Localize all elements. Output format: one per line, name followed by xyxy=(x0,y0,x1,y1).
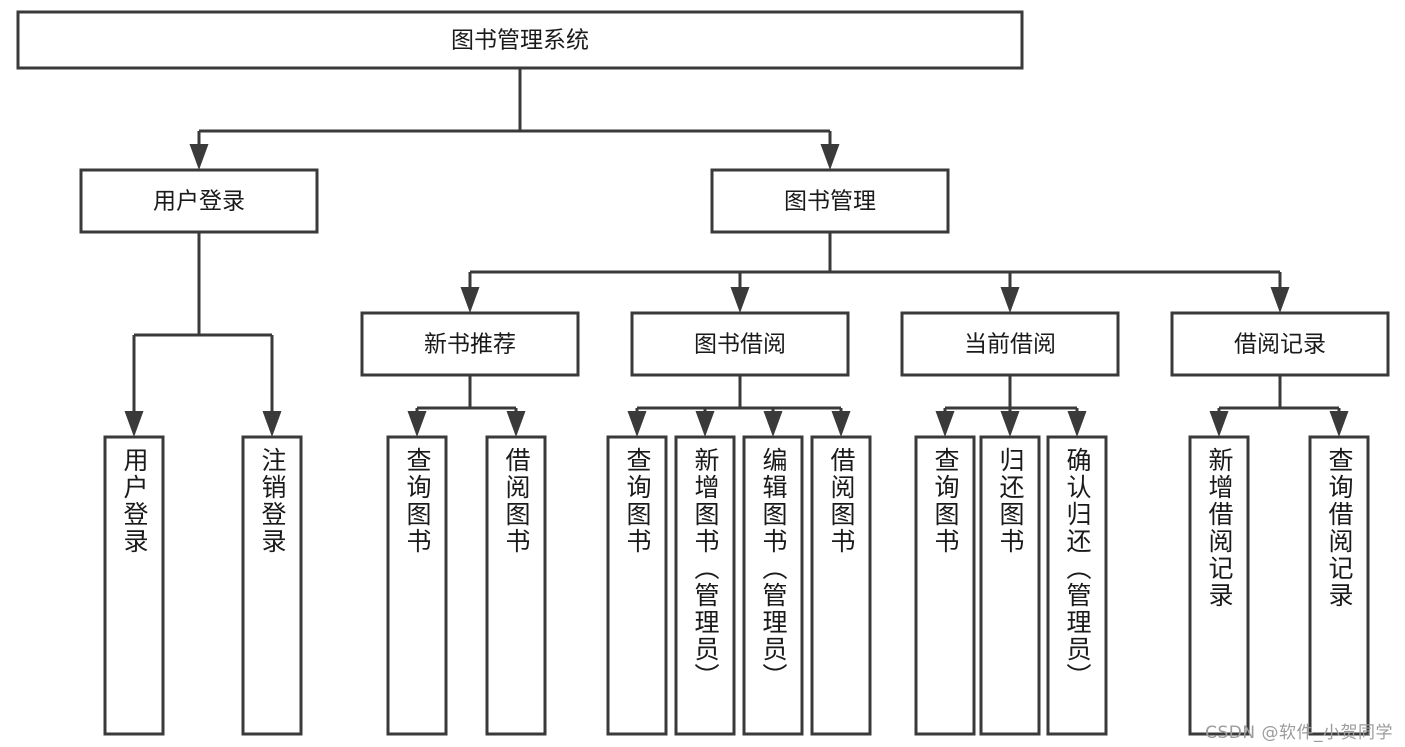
leaf-node-5[interactable] xyxy=(674,435,736,736)
arrow-head-icon xyxy=(763,411,783,437)
arrow-head-icon xyxy=(189,144,209,170)
level3-node-2[interactable] xyxy=(900,311,1120,377)
leaf-node-7[interactable] xyxy=(810,435,872,736)
level2-node-label-1: 图书管理 xyxy=(784,189,876,215)
arrow-head-icon xyxy=(460,287,480,313)
level2-node-1[interactable] xyxy=(710,168,950,234)
leaf-node-10[interactable] xyxy=(1046,435,1108,736)
level3-node-1[interactable] xyxy=(630,311,850,377)
arrow-head-icon xyxy=(1270,287,1290,313)
arrow-head-icon xyxy=(627,411,647,437)
leaf-node-12[interactable] xyxy=(1308,435,1370,736)
boxes-layer xyxy=(16,10,1390,736)
arrow-head-icon xyxy=(1000,411,1020,437)
leaf-node-6[interactable] xyxy=(742,435,804,736)
arrow-head-icon xyxy=(1067,411,1087,437)
arrow-head-icon xyxy=(935,411,955,437)
level3-node-label-3: 借阅记录 xyxy=(1234,332,1326,358)
level2-node-0[interactable] xyxy=(79,168,319,234)
arrow-head-icon xyxy=(407,411,427,437)
arrow-head-icon xyxy=(262,411,282,437)
connector-group-newbook-to-leaves xyxy=(407,375,526,437)
arrow-head-icon xyxy=(831,411,851,437)
connector-group-login-to-leaves xyxy=(124,232,282,437)
arrow-head-icon xyxy=(730,287,750,313)
arrow-head-icon xyxy=(506,411,526,437)
level3-node-label-0: 新书推荐 xyxy=(424,332,516,358)
connector-group-current-to-leaves xyxy=(935,375,1087,437)
connector-group-record-to-leaves xyxy=(1209,375,1349,437)
connector-group-root-to-level2 xyxy=(189,68,840,170)
leaf-node-1[interactable] xyxy=(241,435,303,736)
arrow-head-icon xyxy=(124,411,144,437)
connector-group-mgmt-to-level3 xyxy=(460,232,1290,313)
leaf-node-2[interactable] xyxy=(386,435,448,736)
arrow-head-icon xyxy=(1329,411,1349,437)
leaf-node-3[interactable] xyxy=(485,435,547,736)
level3-node-3[interactable] xyxy=(1170,311,1390,377)
watermark-text: CSDN @软件_小贺同学 xyxy=(1205,723,1393,743)
leaf-node-11[interactable] xyxy=(1188,435,1250,736)
arrow-head-icon xyxy=(695,411,715,437)
root-node-label: 图书管理系统 xyxy=(451,28,589,54)
arrow-head-icon xyxy=(820,144,840,170)
leaf-node-8[interactable] xyxy=(914,435,976,736)
connector-group-borrow-to-leaves xyxy=(627,375,851,437)
level3-node-label-1: 图书借阅 xyxy=(694,332,786,358)
leaf-node-4[interactable] xyxy=(606,435,668,736)
arrow-head-icon xyxy=(1000,287,1020,313)
connectors-layer xyxy=(124,68,1349,437)
leaf-node-9[interactable] xyxy=(979,435,1041,736)
level2-node-label-0: 用户登录 xyxy=(153,189,245,215)
level3-node-0[interactable] xyxy=(360,311,580,377)
leaf-node-0[interactable] xyxy=(103,435,165,736)
arrow-head-icon xyxy=(1209,411,1229,437)
root-node[interactable] xyxy=(16,10,1024,70)
level3-node-label-2: 当前借阅 xyxy=(964,332,1056,358)
